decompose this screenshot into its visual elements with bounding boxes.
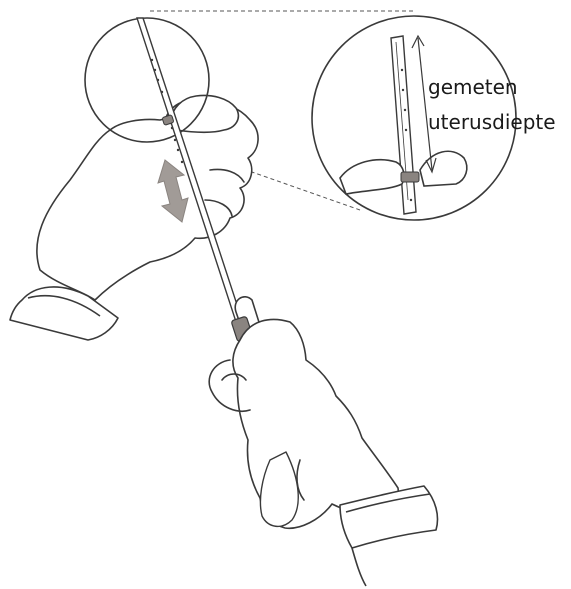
right-glove-cuff xyxy=(340,486,438,586)
callout-label-line-2: uterusdiepte xyxy=(428,109,556,135)
left-glove-cuff xyxy=(10,287,118,340)
zoomed-stop-marker xyxy=(401,172,419,182)
callout-label-line-1: gemeten xyxy=(428,74,518,100)
